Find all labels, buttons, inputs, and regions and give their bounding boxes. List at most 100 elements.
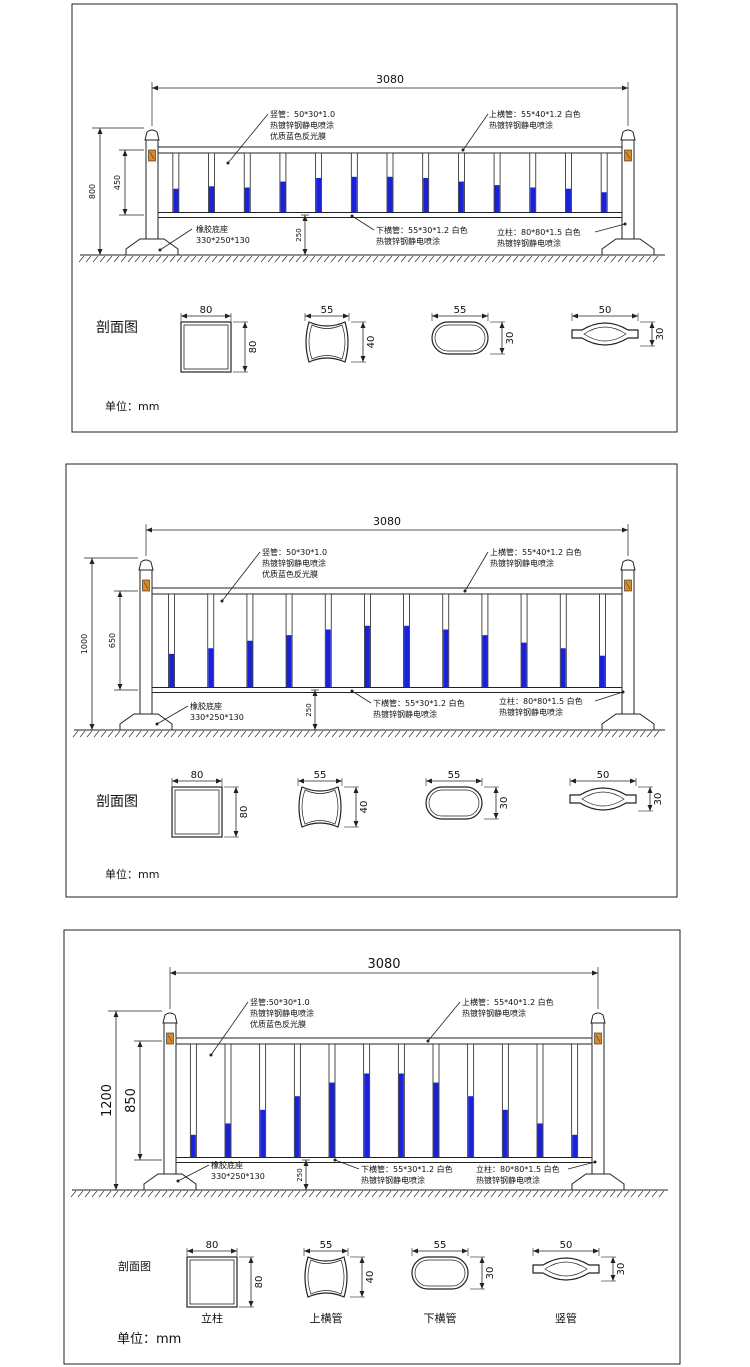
ground-hatch (92, 255, 99, 263)
height-dimension-arrow-top (89, 558, 95, 564)
ground-hatch (422, 730, 429, 738)
section-post-square-height-dim-arrow-bottom (242, 366, 248, 372)
ground-hatch (338, 730, 345, 738)
ground-hatch (441, 1190, 448, 1198)
reflective-film-8 (468, 1096, 474, 1158)
ground-hatch (128, 730, 135, 738)
section-vertical-pipe-width-label: 50 (560, 1240, 573, 1251)
callout-base-leader-tip (155, 722, 159, 726)
reflective-film-10 (560, 648, 566, 688)
reflective-film-10 (537, 1123, 543, 1158)
callout-vertical-pipe-leader-tip (209, 1053, 213, 1057)
ground-hatch (295, 255, 302, 263)
section-post-square-inner (183, 324, 229, 370)
ground-hatch (316, 255, 323, 263)
callout-top-rail-leader (464, 551, 489, 592)
ground-hatch (504, 1190, 511, 1198)
section-bottom-rail-width-label: 55 (448, 770, 461, 781)
section-bottom-rail-caption: 下横管 (424, 1311, 457, 1325)
section-bottom-rail-width-dim-arrow-left (426, 778, 432, 784)
ground-hatch (163, 730, 170, 738)
width-label: 3080 (376, 73, 404, 86)
callout-bottom-rail-line-1: 热镀锌钢静电喷涂 (376, 236, 440, 246)
post-cap-right (620, 129, 636, 141)
ground-hatch (176, 255, 183, 263)
callout-top-rail-line-1: 热镀锌钢静电喷涂 (462, 1008, 526, 1018)
callout-base-line-1: 330*250*130 (190, 713, 244, 722)
inner-dimension-arrow-top (122, 150, 128, 156)
ground-hatch (393, 255, 400, 263)
ground-hatch (141, 255, 148, 263)
ground-hatch (581, 1190, 588, 1198)
ground-hatch (147, 1190, 154, 1198)
callout-bottom-rail-leader-tip (350, 214, 354, 218)
ground-hatch (365, 255, 372, 263)
section-bottom-rail-height-dim-arrow-top (493, 787, 499, 793)
section-post-square-width-label: 80 (191, 770, 204, 781)
ground-hatch (415, 730, 422, 738)
width-dimension-arrow-right (622, 527, 628, 533)
section-post-square-inner (174, 789, 220, 835)
ground-hatch (107, 730, 114, 738)
callout-top-rail-leader-tip (461, 148, 465, 152)
section-top-rail-width-dim-arrow-left (304, 1248, 310, 1254)
base-clearance-label: 250 (296, 1168, 304, 1181)
callout-vertical-pipe-leader-tip (220, 599, 224, 603)
ground-hatch (231, 1190, 238, 1198)
section-top-rail-width-dim-arrow-left (298, 778, 304, 784)
section-top-rail-height-label: 40 (365, 1271, 376, 1284)
callout-post-line-1: 热镀锌钢静电喷涂 (497, 238, 561, 248)
ground-hatch (226, 730, 233, 738)
ground-hatch (78, 255, 85, 263)
ground-hatch (603, 255, 610, 263)
callout-base-line-1: 330*250*130 (196, 236, 250, 245)
ground-hatch (175, 1190, 182, 1198)
ground-hatch (156, 730, 163, 738)
reflective-film-9 (502, 1109, 508, 1158)
ground-hatch (498, 255, 505, 263)
height-dimension-arrow-bottom (89, 724, 95, 730)
ground-hatch (462, 1190, 469, 1198)
reflective-film-5 (364, 1073, 370, 1158)
section-top-rail-outer (298, 786, 342, 828)
top-rail (157, 146, 623, 154)
ground-hatch (210, 1190, 217, 1198)
callout-base-leader (159, 228, 193, 251)
callout-bottom-rail-line-1: 热镀锌钢静电喷涂 (373, 709, 437, 719)
section-top-rail-height-label: 40 (366, 336, 377, 349)
reflective-film-11 (572, 1134, 578, 1158)
ground-hatch (190, 255, 197, 263)
section-top-rail-width-label: 55 (314, 770, 327, 781)
section-vertical-pipe-inner (544, 1261, 588, 1277)
width-dimension-arrow-right (592, 970, 598, 976)
section-bottom-rail-height-dim-arrow-top (499, 322, 505, 328)
ground-hatch (133, 1190, 140, 1198)
section-title: 剖面图 (118, 1259, 151, 1273)
section-post-square-width-dim-arrow-right (231, 1248, 237, 1254)
callout-bottom-rail-line-1: 热镀锌钢静电喷涂 (361, 1175, 425, 1185)
callout-post-leader (594, 691, 624, 702)
ground-hatch (490, 1190, 497, 1198)
reflective-film-4 (316, 177, 322, 213)
ground-hatch (366, 730, 373, 738)
width-label: 3080 (367, 957, 400, 972)
callout-bottom-rail-line-0: 下横管：55*30*1.2 白色 (373, 698, 465, 708)
reflective-film-6 (398, 1073, 404, 1158)
callout-post-line-1: 热镀锌钢静电喷涂 (499, 707, 563, 717)
inner-dimension-arrow-bottom (117, 684, 123, 690)
ground-hatch (527, 730, 534, 738)
ground-hatch (259, 1190, 266, 1198)
section-vertical-pipe-height-dim-arrow-bottom (647, 805, 653, 811)
ground-hatch (112, 1190, 119, 1198)
ground-hatch (436, 730, 443, 738)
section-post-square-width-dim-arrow-left (181, 313, 187, 319)
base-clearance-dimension-arrow-bottom (303, 1184, 309, 1190)
ground-hatch (428, 255, 435, 263)
section-post-square-caption: 立柱 (201, 1311, 223, 1325)
ground-hatch (520, 730, 527, 738)
section-top-rail-inner (308, 324, 346, 360)
ground-hatch (162, 255, 169, 263)
ground-hatch (351, 255, 358, 263)
ground-hatch (443, 730, 450, 738)
